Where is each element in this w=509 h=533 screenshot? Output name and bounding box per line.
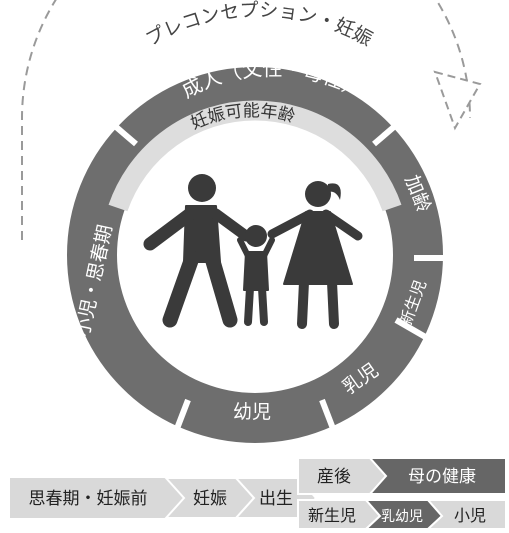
- timeline-label-birth: 出生: [259, 489, 293, 509]
- family-icon: [143, 174, 363, 329]
- timeline-label-maternal-health: 母の健康: [408, 467, 476, 487]
- timeline-step-maternal-health: [367, 457, 507, 495]
- preconception-arrow: [21, 0, 482, 240]
- timeline-step-adolescence: [10, 478, 184, 518]
- fertile-age-band: [108, 100, 402, 212]
- timeline-label-infant-toddler: 乳幼児: [381, 509, 423, 525]
- timeline-label-newborn: 新生児: [308, 506, 356, 525]
- timeline: 思春期・妊娠前 妊娠 出生 産後 母の健康 新生児 乳幼児 小児: [10, 457, 507, 530]
- toddler-label: 幼児: [233, 401, 271, 423]
- ring-dividers: [92, 105, 468, 454]
- timeline-label-child: 小児: [454, 506, 486, 525]
- timeline-label-adolescence: 思春期・妊娠前: [29, 489, 148, 509]
- timeline-label-postpartum: 産後: [317, 467, 351, 487]
- timeline-label-pregnancy: 妊娠: [193, 489, 227, 509]
- preconception-label: プレコンセプション・妊娠: [142, 0, 376, 51]
